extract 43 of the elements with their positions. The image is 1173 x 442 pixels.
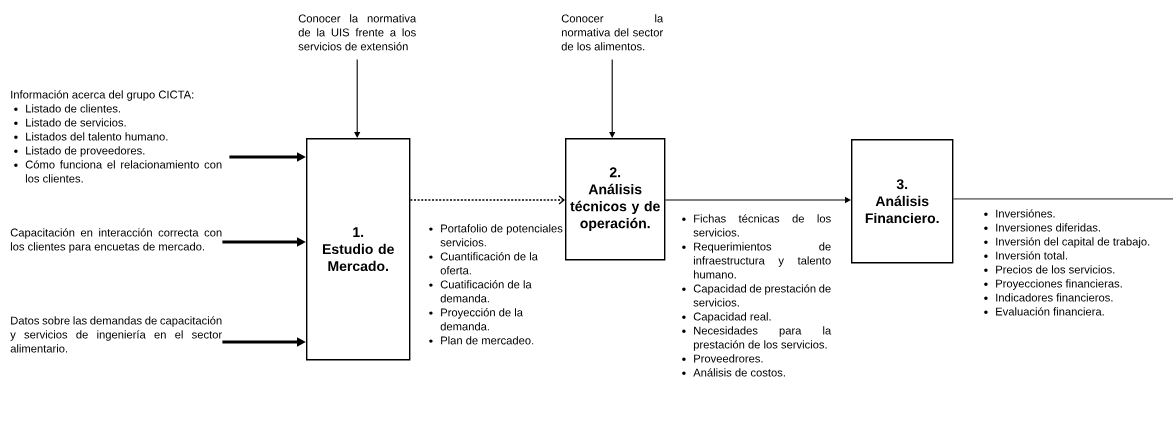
list-item: Proyección de la demanda.: [440, 308, 523, 331]
note-text: Datos sobre las demandas de capacitación y servicios de ingeniería en el sector alimentario.: [10, 316, 222, 353]
list-item: Proveedrores.: [694, 354, 763, 363]
list-item: Portafolio de potenciales servicios.: [440, 224, 563, 247]
step-title: Análisis técnicos y de operación.: [570, 183, 660, 232]
list-item: Plan de mercadeo.: [441, 336, 534, 345]
list-item: Listado de proveedores.: [26, 146, 145, 157]
list-item: Inversión total.: [996, 251, 1067, 260]
list-item: Listados del talento humano.: [26, 132, 168, 141]
connector-line: [952, 198, 1173, 200]
note-text: Conocer la normativa de la UIS frente a los servicios de extensión: [298, 14, 417, 51]
process-box: [565, 138, 666, 261]
list-item: Fichas técnicas de los servicios.: [693, 214, 831, 237]
list-item: Necesidades para la prestación de los servicios.: [693, 326, 832, 351]
list-item: Análisis de costos.: [693, 368, 785, 377]
note-text: Información acerca del grupo CICTA:: [11, 90, 194, 101]
list-item: Evaluación financiera.: [996, 307, 1104, 316]
step-number: 2.: [609, 167, 621, 178]
arrow: [609, 59, 616, 138]
list-item: Cómo funciona el relacionamiento con los clientes.: [25, 160, 222, 183]
process-box: [306, 138, 411, 361]
list-item: Capacidad de prestación de servicios.: [693, 284, 831, 307]
arrow: [409, 195, 565, 205]
note-text: Conocer la normativa del sector de los alimentos.: [561, 14, 664, 51]
list-item: Proyecciones financieras.: [996, 279, 1122, 290]
list-item: Inversiones diferidas.: [996, 223, 1100, 232]
step-number: 3.: [896, 179, 908, 190]
list-item: Inversiónes.: [996, 209, 1055, 218]
step-title: Estudio de Mercado.: [323, 243, 394, 272]
step-title: Análisis Financiero.: [865, 195, 939, 224]
step-number: 1.: [353, 227, 364, 237]
process-box: [851, 139, 954, 264]
list-item: Cuantificación de la oferta.: [440, 252, 538, 275]
list-item: Indicadores financieros.: [996, 293, 1113, 302]
list-item: Requerimientos de infraestructura y talento humano.: [693, 242, 831, 279]
list-item: Inversión del capital de trabajo.: [996, 237, 1150, 248]
list-item: Listado de servicios.: [26, 118, 126, 127]
list-item: Capacidad real.: [693, 312, 771, 323]
list-item: Cuatificación de la demanda.: [440, 280, 532, 303]
note-text: Capacitación en interacción correcta con los clientes para encuetas de mercado.: [10, 228, 222, 253]
list-item: Listado de clientes.: [26, 104, 121, 113]
list-item: Precios de los servicios.: [996, 265, 1115, 274]
arrow: [354, 59, 361, 138]
